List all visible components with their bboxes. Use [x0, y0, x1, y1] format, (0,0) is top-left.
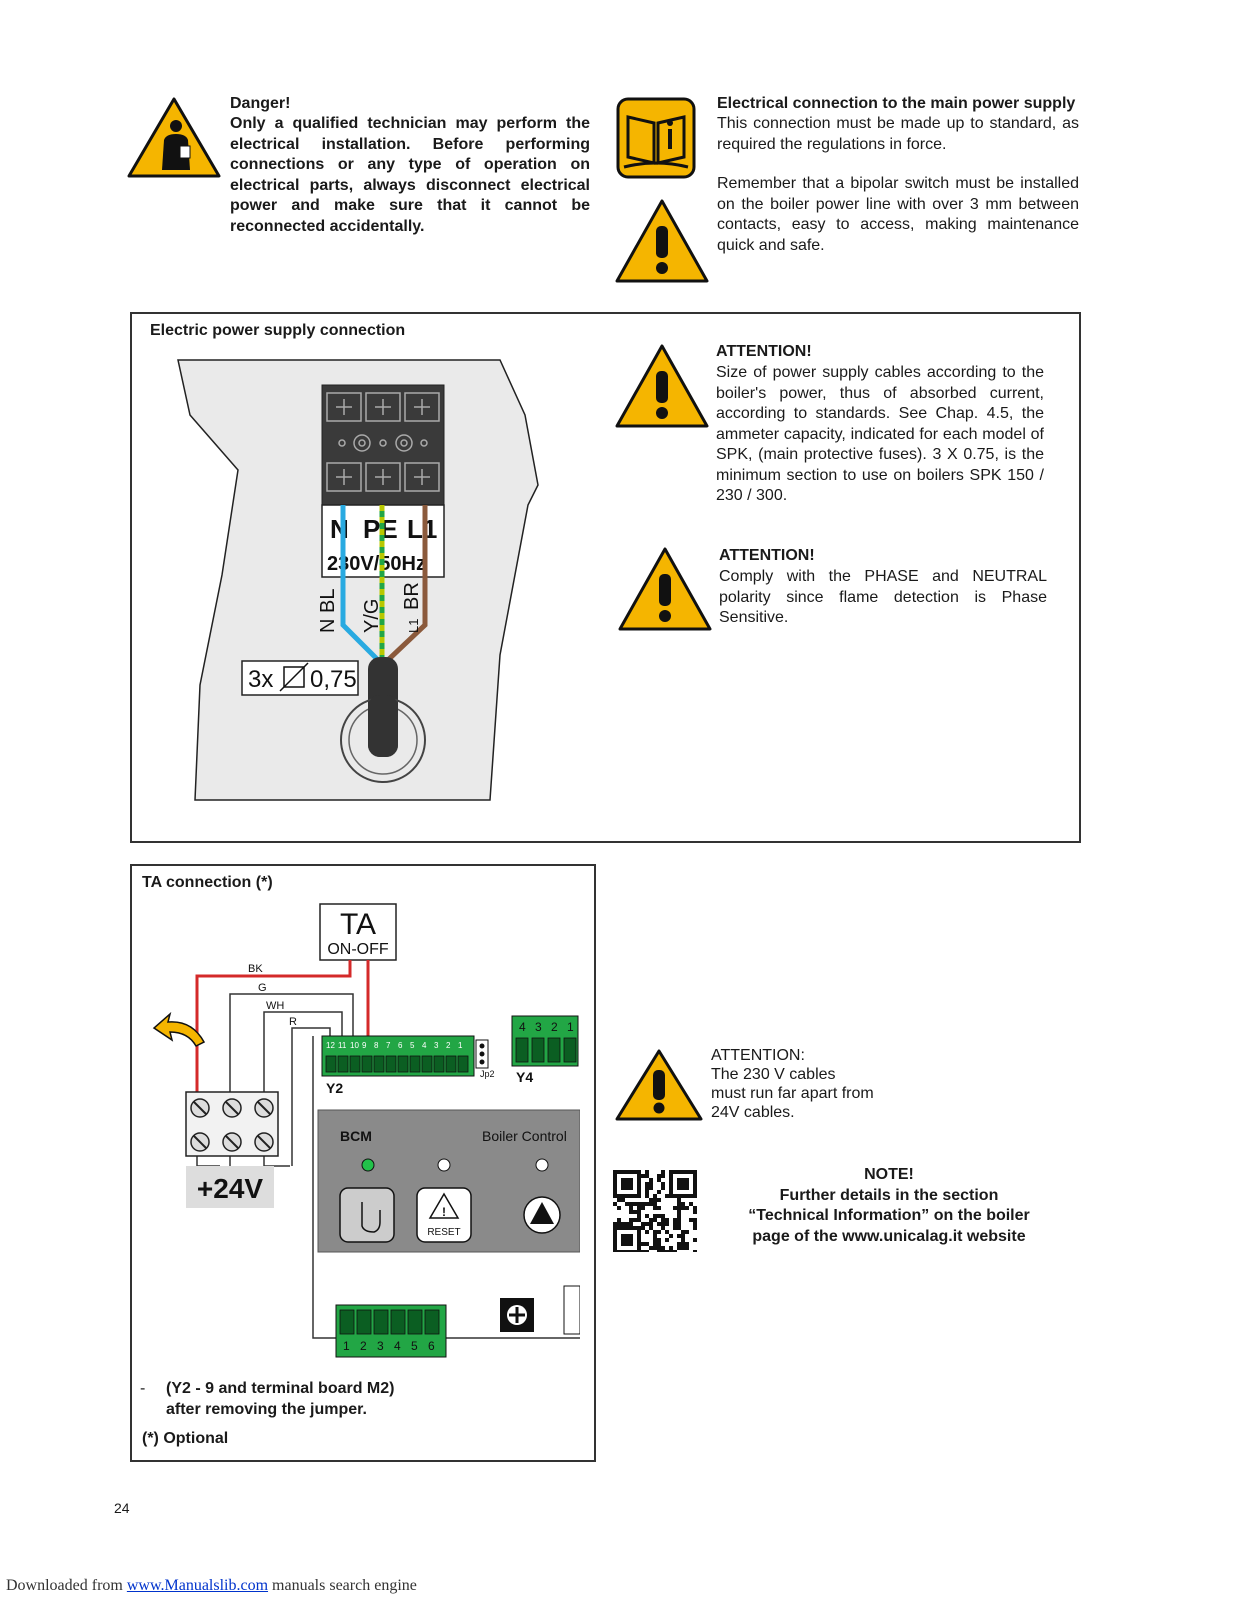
terminal-label-l1: L1 — [407, 514, 437, 544]
note-dash: - — [140, 1380, 146, 1397]
danger-title: Danger! — [230, 95, 291, 112]
bcm-label: BCM — [340, 1128, 372, 1144]
y4-pin-number: 2 — [551, 1020, 558, 1034]
attention2-title: ATTENTION! — [719, 547, 815, 564]
y2-pin-number: 12 — [326, 1041, 335, 1050]
danger-technician-icon — [127, 97, 221, 178]
footer-link[interactable]: www.Manualslib.com — [126, 1577, 269, 1594]
ta-note-line-2: after removing the jumper. — [166, 1401, 367, 1418]
y2-pin-number: 8 — [374, 1041, 379, 1050]
warning-exclamation-icon — [615, 199, 709, 283]
wire-g-label: G — [258, 982, 267, 994]
y2-pin-number: 4 — [422, 1041, 427, 1050]
y4-label: Y4 — [516, 1069, 533, 1085]
note-line-3: page of the www.unicalag.it website — [752, 1227, 1026, 1245]
warning-exclamation-icon — [615, 344, 709, 428]
ta-section-title: TA connection (*) — [142, 874, 273, 891]
cable-count-label: 3x — [248, 666, 273, 693]
warning-exclamation-icon — [615, 1049, 703, 1121]
svg-text:!: ! — [442, 1205, 446, 1219]
footer-prefix: Downloaded from — [6, 1577, 127, 1594]
wire-label-live: BR — [401, 582, 423, 610]
mains-paragraph-2: Remember that a bipolar switch must be i… — [717, 175, 1079, 254]
note-title: NOTE! — [864, 1166, 914, 1183]
ta-note-line-1: (Y2 - 9 and terminal board M2) — [166, 1380, 395, 1397]
wire-r-label: R — [289, 1016, 297, 1028]
ta-sub-label: ON-OFF — [327, 941, 389, 958]
boiler-control-label: Boiler Control — [482, 1128, 567, 1144]
bottom-pin-number: 6 — [428, 1339, 435, 1353]
note-line-1: Further details in the section — [779, 1186, 999, 1204]
y2-pin-number: 3 — [434, 1041, 439, 1050]
y2-label: Y2 — [326, 1080, 343, 1096]
attention3-block: ATTENTION: The 230 V cables must run far… — [711, 1046, 874, 1122]
danger-body: Only a qualified technician may perform … — [230, 115, 590, 235]
power-terminal-diagram: N PE L1 230V/50Hz N BL Y/G BR L1 3x 0,75 — [177, 359, 539, 801]
y2-pin-number: 7 — [386, 1041, 391, 1050]
curved-arrow-icon — [152, 1011, 206, 1047]
voltage-label: 230V/50Hz — [327, 553, 426, 575]
bottom-pin-number: 4 — [394, 1339, 401, 1353]
reset-label: RESET — [427, 1227, 460, 1238]
attention3-line-3: 24V cables. — [711, 1104, 795, 1121]
attention3-title: ATTENTION: — [711, 1047, 805, 1064]
bottom-pin-number: 3 — [377, 1339, 384, 1353]
page-number: 24 — [114, 1500, 130, 1516]
note-block: NOTE! Further details in the section “Te… — [736, 1165, 1042, 1247]
y4-pin-number: 3 — [535, 1020, 542, 1034]
hand-button[interactable] — [339, 1187, 395, 1243]
footer-suffix: manuals search engine — [268, 1577, 417, 1594]
y2-pin-number: 1 — [458, 1041, 463, 1050]
ta-label: TA — [340, 908, 376, 941]
y2-pin-number: 11 — [338, 1041, 347, 1050]
mains-paragraph-1: This connection must be made up to stand… — [717, 115, 1079, 153]
y2-pin-number: 5 — [410, 1041, 415, 1050]
y4-pin-number: 4 — [519, 1020, 526, 1034]
wire-bk-label: BK — [248, 963, 263, 975]
power-section-title: Electric power supply connection — [150, 322, 406, 339]
jp2-label: Jp2 — [480, 1069, 495, 1079]
terminal-label-n: N — [330, 514, 349, 544]
footer: Downloaded from www.Manualslib.com manua… — [6, 1577, 417, 1595]
attention1-body: Size of power supply cables according to… — [716, 364, 1044, 504]
wire-label-neutral: N BL — [317, 589, 339, 633]
y2-pin-number: 6 — [398, 1041, 403, 1050]
bottom-pin-number: 1 — [343, 1339, 350, 1353]
reset-button[interactable] — [416, 1187, 472, 1243]
wire-wh-label: WH — [266, 1000, 284, 1012]
mains-title: Electrical connection to the main power … — [717, 95, 1076, 112]
attention3-line-1: The 230 V cables — [711, 1066, 836, 1083]
y2-pin-number: 9 — [362, 1041, 367, 1050]
cable-size-label: 0,75 — [310, 666, 357, 693]
ta-connection-section: TA connection (*) — [130, 864, 596, 1462]
y4-pin-number: 1 — [567, 1020, 574, 1034]
note-line-2: “Technical Information” on the boiler — [748, 1207, 1030, 1224]
power-supply-section: Electric power supply connection — [130, 312, 1081, 843]
attention2-body: Comply with the PHASE and NEUTRAL polari… — [719, 568, 1047, 626]
wire-label-earth: Y/G — [361, 599, 383, 633]
y2-pin-number: 10 — [350, 1041, 359, 1050]
optional-note: (*) Optional — [142, 1430, 229, 1447]
warning-exclamation-icon — [618, 547, 712, 631]
attention1-title: ATTENTION! — [716, 343, 812, 360]
bottom-pin-number: 5 — [411, 1339, 418, 1353]
bottom-pin-number: 2 — [360, 1339, 367, 1353]
manual-info-icon — [616, 97, 696, 179]
y2-pin-number: 2 — [446, 1041, 451, 1050]
attention3-line-2: must run far apart from — [711, 1085, 874, 1102]
voltage-24v-label: +24V — [197, 1173, 263, 1204]
wire-label-l1-prefix: L1 — [406, 619, 421, 633]
qr-code-icon — [613, 1170, 697, 1252]
